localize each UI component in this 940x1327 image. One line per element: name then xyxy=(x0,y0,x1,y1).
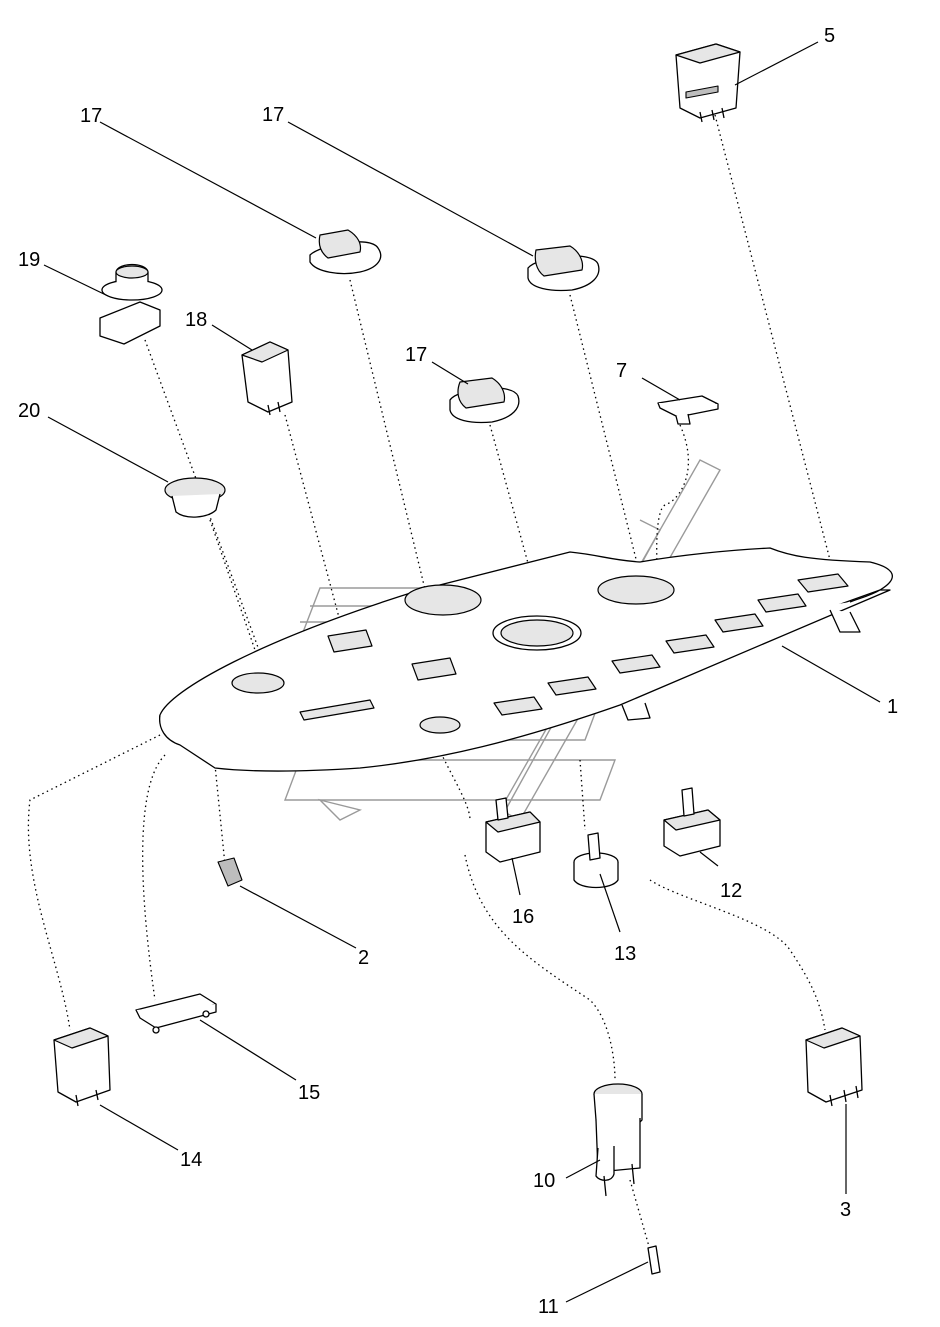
callout-20: 20 xyxy=(18,400,40,422)
blank-plug-part-20 xyxy=(164,477,226,518)
knob-part-17-right xyxy=(527,245,600,292)
rocker-switch-part-18 xyxy=(241,341,293,416)
callout-17-b: 17 xyxy=(262,104,284,126)
callout-19: 19 xyxy=(18,249,40,271)
clip-part-2 xyxy=(217,857,243,887)
rotary-switch-part-12 xyxy=(663,787,721,857)
leader-lines xyxy=(43,41,881,1303)
callout-15: 15 xyxy=(298,1082,320,1104)
callout-11: 11 xyxy=(538,1296,559,1318)
knob-part-17-left xyxy=(309,229,382,275)
callout-labels: 5 17 17 19 18 17 7 20 1 12 16 13 2 15 14… xyxy=(18,25,898,1318)
rocker-switch-part-3 xyxy=(675,43,741,123)
callout-13: 13 xyxy=(614,943,636,965)
potentiometer-part-13 xyxy=(573,832,619,889)
callout-10: 10 xyxy=(533,1170,555,1192)
callout-5: 7 xyxy=(616,360,627,382)
callout-7: 3 xyxy=(840,1199,851,1221)
rocker-switch-part-14 xyxy=(53,1027,111,1107)
main-panel-part-1 xyxy=(159,547,893,772)
rocker-switch-part-7 xyxy=(805,1027,863,1107)
callout-1: 1 xyxy=(887,696,898,718)
bulb-part-11 xyxy=(647,1245,661,1275)
callout-16: 16 xyxy=(512,906,534,928)
cover-part-15 xyxy=(135,993,217,1034)
push-button-part-19 xyxy=(99,263,163,345)
callout-12: 12 xyxy=(720,880,742,902)
knob-part-17-center xyxy=(449,377,520,424)
callout-17-c: 17 xyxy=(405,344,427,366)
socket-part-10 xyxy=(593,1083,643,1197)
callout-2: 2 xyxy=(358,947,369,969)
callout-3: 5 xyxy=(824,25,835,47)
callout-18: 18 xyxy=(185,309,207,331)
cap-part-5 xyxy=(657,395,719,425)
callout-17-a: 17 xyxy=(80,105,102,127)
callout-14: 14 xyxy=(180,1149,202,1171)
potentiometer-part-16 xyxy=(485,797,541,863)
